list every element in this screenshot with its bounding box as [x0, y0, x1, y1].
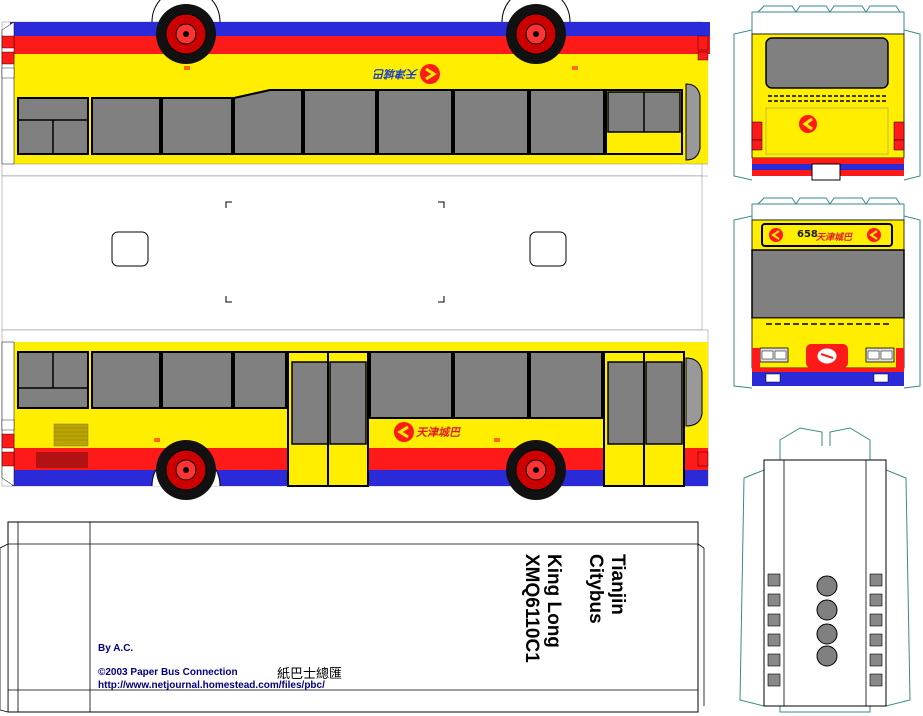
model-code: XMQ6110C1: [521, 554, 542, 663]
side-panel-bottom: 天津城巴: [1, 329, 709, 500]
citybus-logo-rear: [799, 115, 817, 133]
rear-view: [733, 5, 921, 181]
copyright-notice: ©2003 Paper Bus Connection: [98, 667, 238, 678]
citybus-logo-side: 天津城巴: [394, 422, 461, 442]
chinese-site-name: 紙巴士總匯: [277, 667, 343, 682]
wheel-bottom-rear: [506, 440, 566, 500]
route-number: 658: [797, 229, 818, 240]
underside-view: [739, 427, 911, 713]
author-credit: By A.C.: [98, 643, 134, 654]
roof-hatch-rear: [529, 231, 567, 267]
roof-hatch-front: [111, 231, 149, 267]
roof-panel: [1, 175, 703, 331]
blue-stripe-top: [10, 22, 710, 36]
wheel-top-front: [151, 0, 221, 64]
model-operator: Citybus: [585, 554, 606, 624]
engine-grille: [53, 423, 89, 447]
svg-text:天津城巴: 天津城巴: [373, 67, 418, 80]
rear-window: [765, 37, 889, 89]
underside-circles: [816, 575, 838, 667]
website-url[interactable]: http://www.netjournal.homestead.com/file…: [98, 680, 325, 691]
model-city: Tianjin: [607, 554, 628, 615]
model-maker: King Long: [543, 554, 564, 648]
red-stripe-top: [10, 36, 710, 54]
svg-text:天津城巴: 天津城巴: [416, 426, 461, 439]
citybus-logo-top: 天津城巴: [373, 64, 440, 84]
destination-sign: [761, 223, 893, 247]
side-panel-top: 天津城巴: [1, 0, 710, 177]
front-view: [733, 197, 921, 389]
wheel-top-rear: [501, 0, 571, 64]
wheel-bottom-front: [151, 440, 221, 500]
underside-vents: [767, 573, 883, 687]
windscreen: [751, 249, 905, 319]
base-panel: [0, 521, 705, 713]
front-dest-logo-text: 天津城巴: [816, 233, 853, 243]
front-emblem: [806, 344, 848, 368]
